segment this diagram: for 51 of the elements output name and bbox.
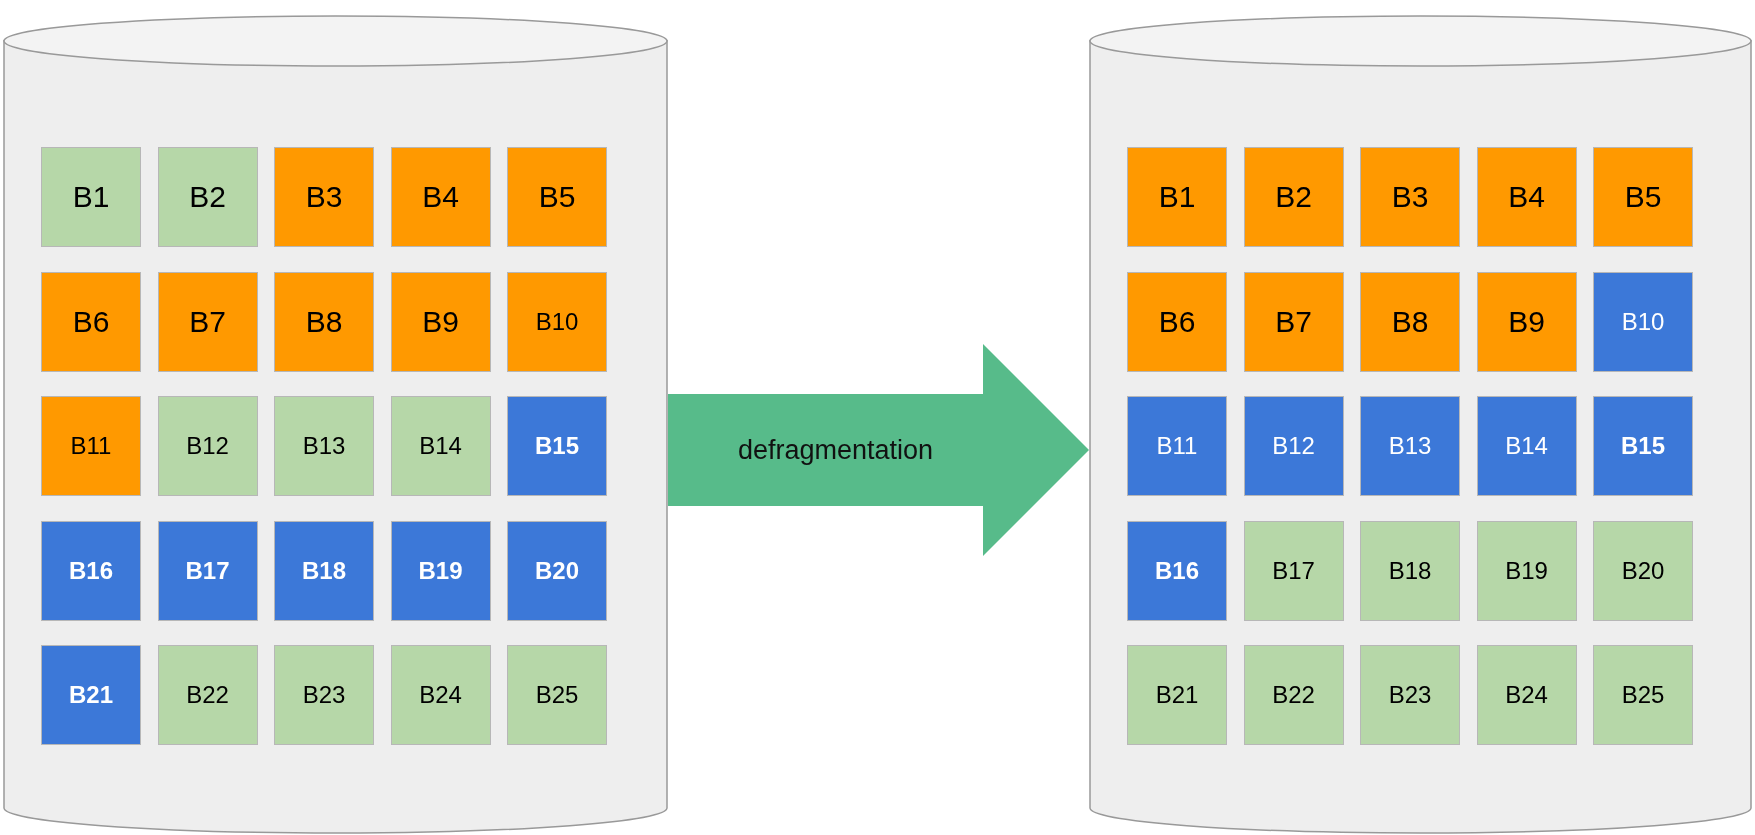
memory-block: B19 [1476, 520, 1577, 621]
memory-block: B14 [1476, 396, 1577, 496]
memory-block: B17 [157, 520, 258, 621]
edge-label: defragmentation [737, 434, 934, 466]
memory-block: B25 [507, 645, 607, 745]
memory-block: B7 [1243, 271, 1344, 372]
memory-block: B9 [1476, 271, 1577, 372]
memory-block: B22 [1243, 645, 1344, 745]
memory-block: B11 [1127, 396, 1227, 496]
memory-block: B15 [1593, 396, 1693, 496]
memory-block: B12 [157, 396, 258, 496]
memory-block: B24 [390, 645, 491, 745]
memory-block: B11 [41, 396, 141, 496]
memory-block: B10 [1593, 271, 1693, 372]
memory-block: B18 [274, 520, 374, 621]
memory-block: B1 [1127, 147, 1227, 247]
memory-block: B7 [157, 271, 258, 372]
memory-block: B25 [1593, 645, 1693, 745]
memory-block: B5 [507, 147, 607, 247]
memory-block: B2 [157, 147, 258, 247]
memory-block: B9 [390, 271, 491, 372]
memory-block: B14 [390, 396, 491, 496]
memory-block: B3 [274, 147, 374, 247]
memory-block: B13 [1360, 396, 1460, 496]
memory-block: B4 [390, 147, 491, 247]
memory-block: B3 [1360, 147, 1460, 247]
memory-block: B24 [1476, 645, 1577, 745]
memory-block: B21 [1127, 645, 1227, 745]
memory-block: B20 [507, 520, 607, 621]
memory-block: B10 [507, 271, 607, 372]
memory-block: B16 [41, 520, 141, 621]
memory-block: B1 [41, 147, 141, 247]
memory-block: B22 [157, 645, 258, 745]
memory-block: B13 [274, 396, 374, 496]
memory-block: B23 [274, 645, 374, 745]
memory-block: B6 [1127, 271, 1227, 372]
memory-block: B23 [1360, 645, 1460, 745]
memory-block: B8 [274, 271, 374, 372]
memory-block: B8 [1360, 271, 1460, 372]
memory-block: B16 [1127, 520, 1227, 621]
memory-block: B12 [1243, 396, 1344, 496]
memory-block: B17 [1243, 520, 1344, 621]
memory-block: B15 [507, 396, 607, 496]
memory-block: B4 [1476, 147, 1577, 247]
memory-block: B18 [1360, 520, 1460, 621]
memory-block: B2 [1243, 147, 1344, 247]
memory-block: B6 [41, 271, 141, 372]
memory-block: B21 [41, 645, 141, 745]
memory-block: B20 [1593, 520, 1693, 621]
memory-block: B19 [390, 520, 491, 621]
memory-block: B5 [1593, 147, 1693, 247]
